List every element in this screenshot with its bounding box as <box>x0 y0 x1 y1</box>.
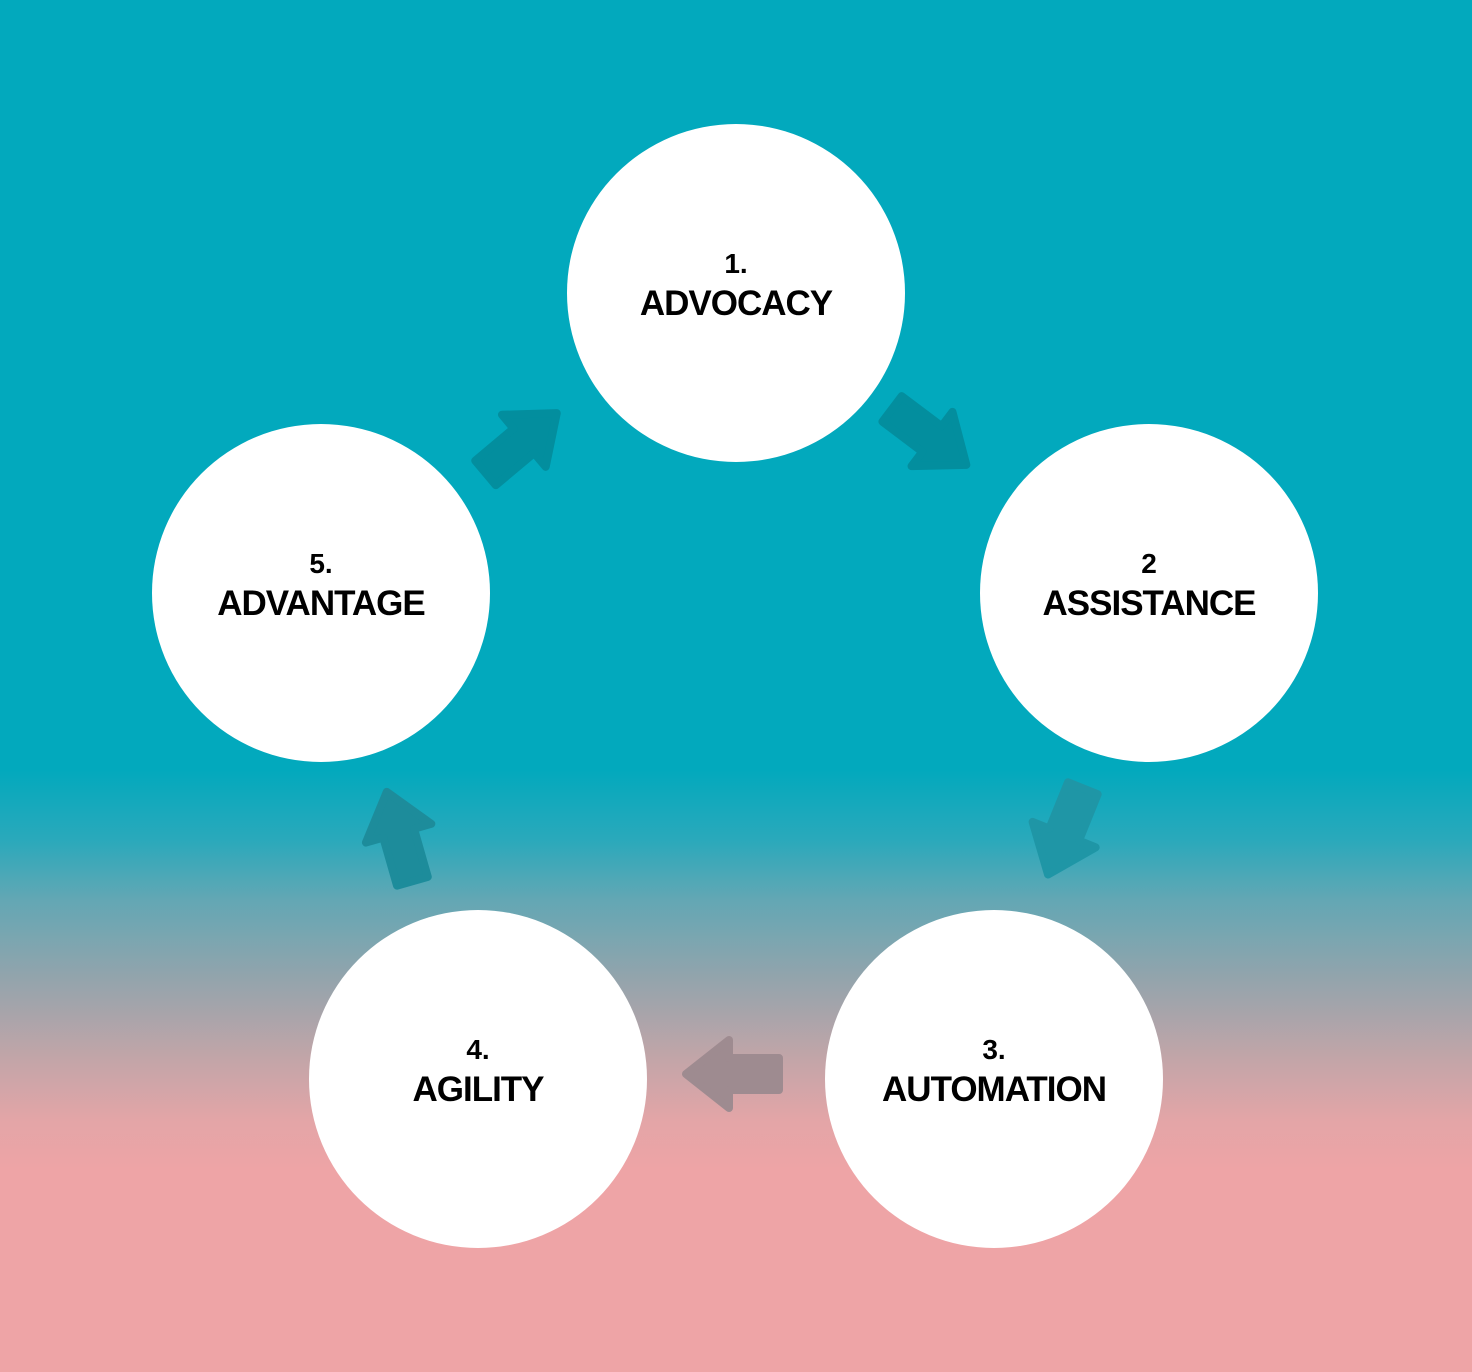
step-number: 5. <box>309 548 333 579</box>
step-label: ADVOCACY <box>639 284 833 323</box>
arrow-advocacy-to-assistance <box>878 392 971 471</box>
step-number: 1. <box>724 248 748 279</box>
step-node-advantage: 5. ADVANTAGE <box>152 424 490 762</box>
step-number: 3. <box>982 1034 1006 1065</box>
step-node-advocacy: 1. ADVOCACY <box>567 124 905 462</box>
arrow-agility-to-advantage <box>361 787 436 890</box>
step-label: ASSISTANCE <box>1042 584 1257 623</box>
arrow-advantage-to-advocacy <box>471 409 561 490</box>
step-number: 2 <box>1141 548 1157 579</box>
step-node-assistance: 2 ASSISTANCE <box>980 424 1318 762</box>
arrow-assistance-to-automation <box>1028 778 1102 879</box>
step-number: 4. <box>466 1034 490 1065</box>
step-node-agility: 4. AGILITY <box>309 910 647 1248</box>
step-label: AGILITY <box>412 1070 544 1109</box>
step-node-automation: 3. AUTOMATION <box>825 910 1163 1248</box>
step-label: ADVANTAGE <box>217 584 425 623</box>
step-label: AUTOMATION <box>882 1070 1107 1109</box>
arrow-automation-to-agility <box>682 1036 783 1112</box>
